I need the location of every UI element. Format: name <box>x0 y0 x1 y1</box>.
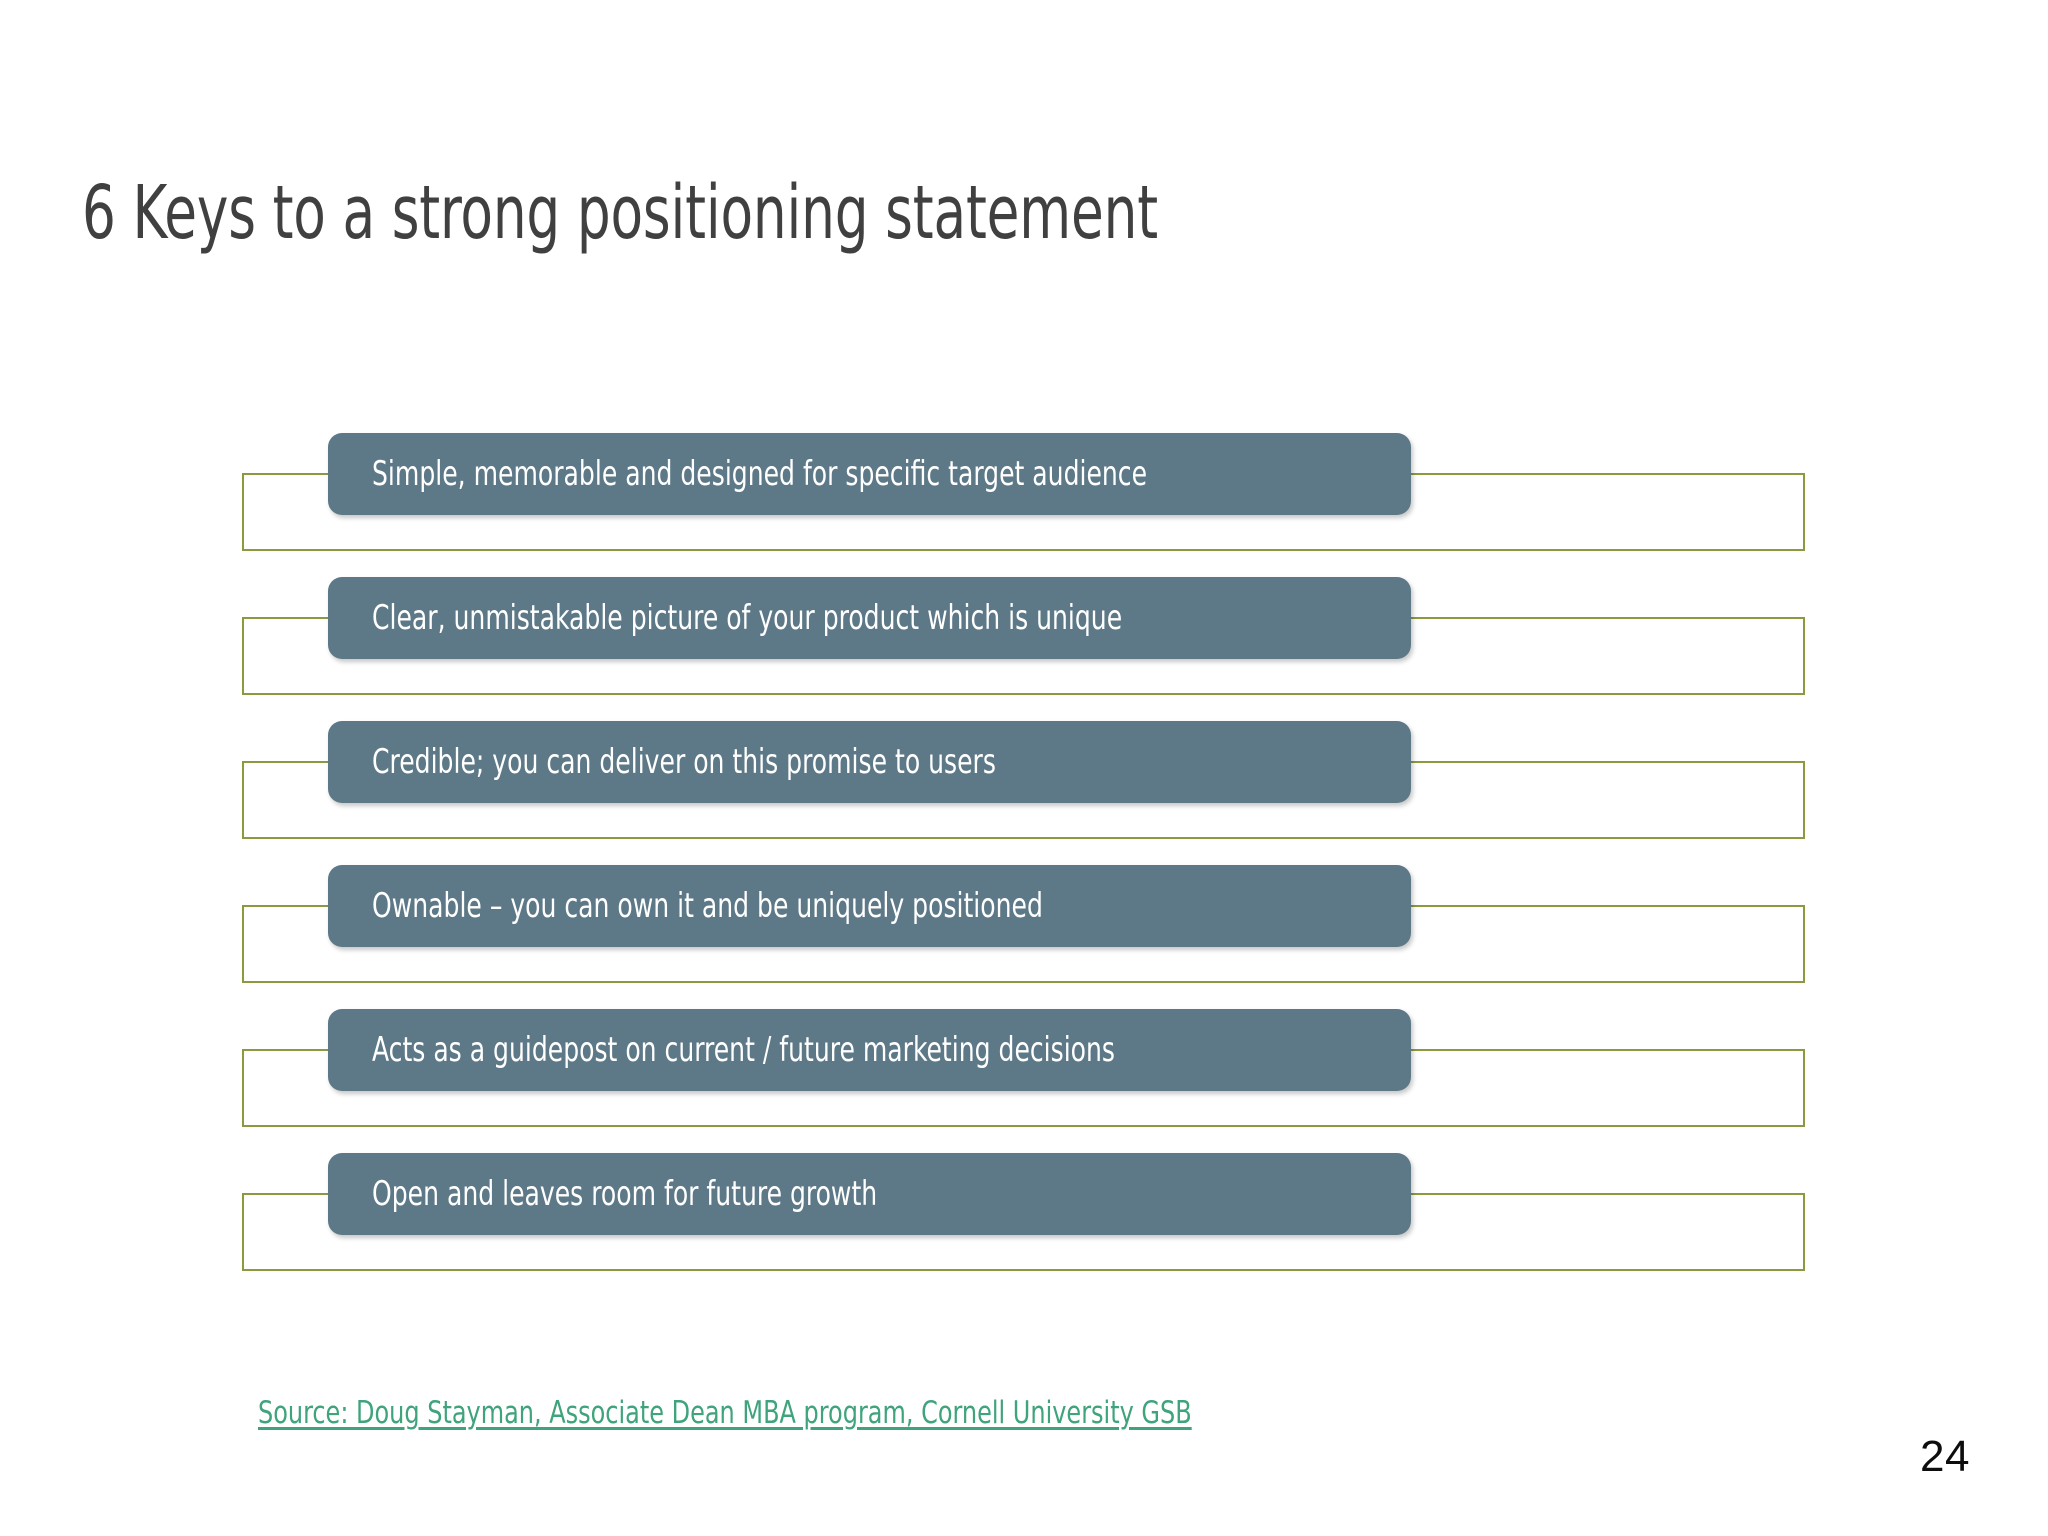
key-row-4: Ownable – you can own it and be uniquely… <box>0 865 2048 1009</box>
key-label-4: Ownable – you can own it and be uniquely… <box>372 886 1043 926</box>
key-pill-2[interactable]: Clear, unmistakable picture of your prod… <box>328 577 1411 659</box>
key-label-3: Credible; you can deliver on this promis… <box>372 742 996 782</box>
key-pill-1[interactable]: Simple, memorable and designed for speci… <box>328 433 1411 515</box>
key-row-2: Clear, unmistakable picture of your prod… <box>0 577 2048 721</box>
key-label-2: Clear, unmistakable picture of your prod… <box>372 598 1123 638</box>
source-citation-link[interactable]: Source: Doug Stayman, Associate Dean MBA… <box>258 1395 1192 1431</box>
page-number: 24 <box>1920 1432 1970 1481</box>
page-title: 6 Keys to a strong positioning statement <box>82 170 1158 256</box>
key-row-3: Credible; you can deliver on this promis… <box>0 721 2048 865</box>
key-pill-3[interactable]: Credible; you can deliver on this promis… <box>328 721 1411 803</box>
key-label-6: Open and leaves room for future growth <box>372 1174 878 1214</box>
key-pill-5[interactable]: Acts as a guidepost on current / future … <box>328 1009 1411 1091</box>
key-pill-6[interactable]: Open and leaves room for future growth <box>328 1153 1411 1235</box>
key-row-1: Simple, memorable and designed for speci… <box>0 433 2048 577</box>
key-row-6: Open and leaves room for future growth <box>0 1153 2048 1297</box>
key-label-5: Acts as a guidepost on current / future … <box>372 1030 1115 1070</box>
key-row-5: Acts as a guidepost on current / future … <box>0 1009 2048 1153</box>
key-label-1: Simple, memorable and designed for speci… <box>372 454 1148 494</box>
key-pill-4[interactable]: Ownable – you can own it and be uniquely… <box>328 865 1411 947</box>
